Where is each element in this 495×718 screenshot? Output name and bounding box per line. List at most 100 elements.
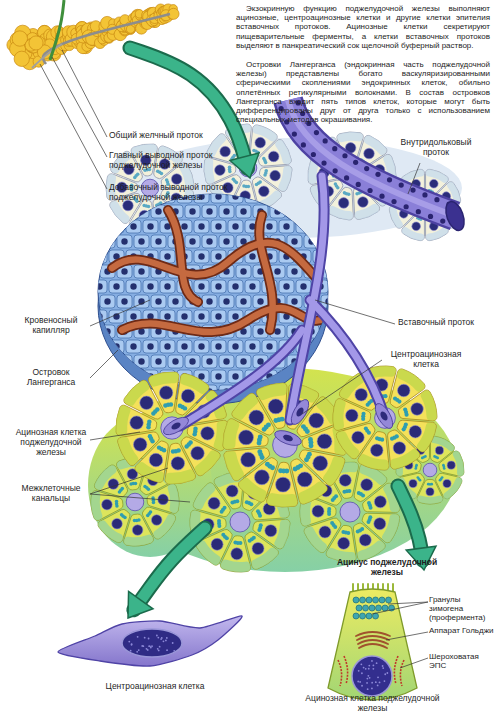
endocrine-cell	[211, 370, 226, 383]
endocrine-cell	[219, 205, 234, 218]
endocrine-nucleus	[334, 223, 340, 229]
zymogen-granule	[364, 426, 368, 430]
endocrine-nucleus	[240, 358, 246, 364]
cell-nucleus	[133, 438, 146, 451]
endocrine-cell	[109, 280, 124, 293]
zymogen-granule	[255, 183, 259, 187]
chromatin-dot	[359, 681, 361, 683]
cell-nucleus	[252, 542, 264, 554]
zymogen-granule	[334, 494, 338, 498]
endocrine-nucleus	[121, 298, 127, 304]
endocrine-cell	[143, 220, 158, 233]
cell-nucleus	[241, 452, 256, 467]
cell-nucleus	[371, 444, 383, 456]
endocrine-cell	[92, 250, 107, 263]
zymogen-granule	[120, 513, 124, 517]
body-text: Островки Лангерганса (эндокринная часть …	[236, 60, 490, 124]
acinus	[333, 366, 437, 470]
endocrine-nucleus	[155, 208, 161, 214]
endocrine-nucleus	[206, 358, 212, 364]
endocrine-nucleus	[96, 193, 102, 199]
endocrine-nucleus	[96, 283, 102, 289]
chromatin-dot	[131, 643, 133, 645]
endocrine-nucleus	[232, 223, 238, 229]
cell-nucleus	[364, 148, 375, 159]
chromatin-dot	[361, 685, 363, 687]
cell-nucleus	[265, 525, 277, 537]
duct-cell-nucleus	[434, 197, 439, 202]
cell-nucleus	[171, 457, 184, 470]
chromatin-dot	[166, 649, 168, 651]
endocrine-nucleus	[342, 268, 348, 274]
endocrine-nucleus	[113, 343, 119, 349]
endocrine-nucleus	[113, 283, 119, 289]
zymogen-granule	[280, 417, 285, 422]
endocrine-nucleus	[291, 208, 297, 214]
endocrine-cell	[228, 340, 243, 353]
duct-cell-nucleus	[387, 177, 392, 182]
endocrine-nucleus	[266, 343, 272, 349]
endocrine-cell	[330, 250, 345, 263]
zoom-arrow-head	[128, 591, 153, 618]
chromatin-dot	[148, 645, 150, 647]
leader-line	[90, 350, 118, 378]
chromatin-dot	[379, 681, 381, 683]
zymogen-granule	[169, 402, 173, 406]
endocrine-cell	[219, 295, 234, 308]
acinar-cell	[165, 443, 195, 484]
centroacinar-nucleus	[170, 421, 182, 431]
leader-line	[302, 360, 382, 414]
endocrine-nucleus	[334, 373, 340, 379]
duct-cell-nucleus	[356, 182, 361, 187]
cell-nucleus	[140, 396, 153, 409]
cell-nucleus	[231, 548, 243, 560]
zymogen-granule	[390, 437, 394, 441]
endocrine-nucleus	[130, 283, 136, 289]
part-label: Центроацинозная клетка	[382, 350, 470, 370]
blood-capillary	[168, 210, 198, 302]
zymogen-granule	[375, 436, 379, 440]
zymogen-granule	[142, 204, 146, 208]
cell-nucleus	[255, 137, 266, 148]
chromatin-dot	[375, 681, 377, 683]
cell-base	[421, 390, 437, 420]
cell-nucleus	[226, 485, 238, 497]
rough-er	[344, 656, 348, 684]
duct-cell-nucleus	[353, 160, 358, 165]
endocrine-nucleus	[249, 253, 255, 259]
endocrine-cell	[211, 310, 226, 323]
endocrine-cell	[117, 295, 132, 308]
zymogen-granule	[373, 597, 379, 603]
endocrine-nucleus	[215, 313, 221, 319]
endocrine-cell	[143, 280, 158, 293]
zymogen-granule	[134, 482, 138, 486]
endocrine-nucleus	[274, 208, 280, 214]
chromatin-dot	[159, 646, 161, 648]
cell-nucleus	[352, 656, 392, 696]
endocrine-nucleus	[198, 313, 204, 319]
duct-cell-nucleus	[410, 188, 415, 193]
blood-capillary	[122, 308, 326, 332]
zymogen-granule	[266, 422, 271, 427]
zymogen-granule	[133, 519, 137, 523]
cell-base	[355, 204, 380, 220]
zymogen-granule	[152, 501, 156, 505]
endocrine-cell	[245, 190, 260, 203]
acinar-cell	[267, 462, 298, 507]
endocrine-nucleus	[223, 208, 229, 214]
zymogen-granule	[121, 487, 125, 491]
endocrine-cell	[330, 220, 345, 233]
duct-cell-nucleus	[399, 182, 404, 187]
capillary-wall	[122, 308, 326, 332]
acinus	[116, 372, 228, 484]
part-label: Шероховатая ЭПС	[429, 652, 495, 670]
zymogen-granule	[402, 427, 406, 431]
endocrine-nucleus	[325, 358, 331, 364]
zymogen-granule	[363, 605, 369, 611]
cell-nucleus	[149, 453, 162, 466]
chromatin-dot	[157, 637, 159, 639]
zymogen-granule	[257, 528, 261, 532]
chromatin-dot	[147, 649, 149, 651]
zymogen-granule	[192, 432, 196, 436]
acinus-lumen	[423, 463, 437, 477]
